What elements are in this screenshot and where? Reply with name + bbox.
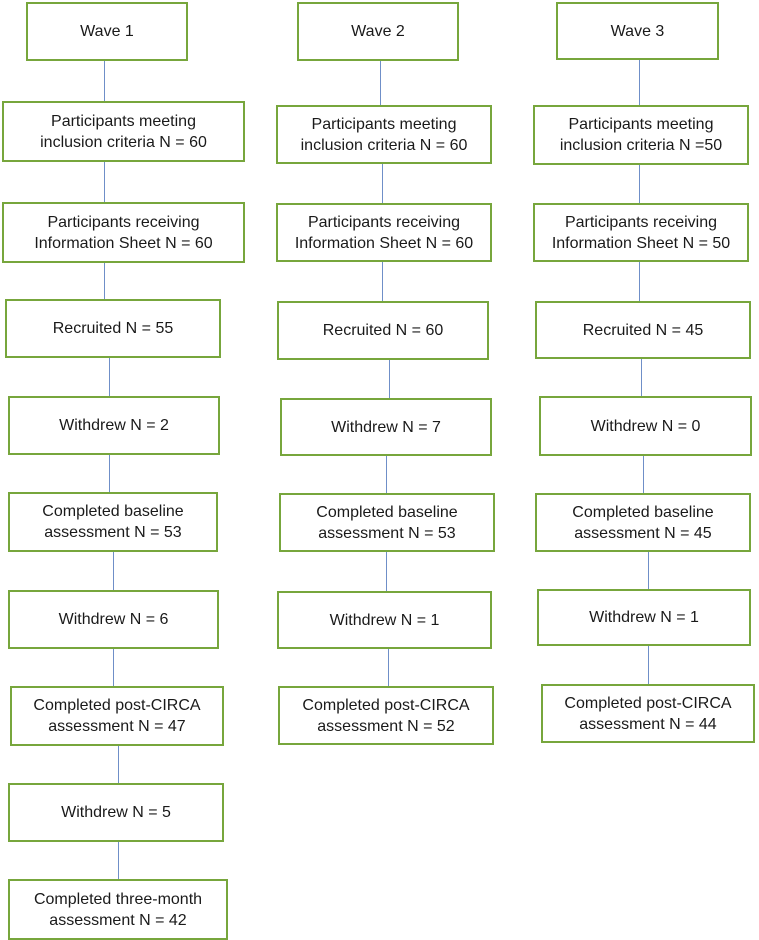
wave-3-node-5: Withdrew N = 0	[539, 396, 752, 456]
wave-1-node-4: Recruited N = 55	[5, 299, 221, 358]
wave-2-node-5: Withdrew N = 7	[280, 398, 492, 456]
wave-2-node-1: Wave 2	[297, 2, 459, 61]
wave-1-node-6: Completed baseline assessment N = 53	[8, 492, 218, 552]
connector-line	[104, 162, 105, 202]
wave-3-node-4: Recruited N = 45	[535, 301, 751, 359]
wave-2-node-3: Participants receiving Information Sheet…	[276, 203, 492, 262]
connector-line	[648, 646, 649, 684]
wave-1-node-7: Withdrew N = 6	[8, 590, 219, 649]
wave-1-node-5: Withdrew N = 2	[8, 396, 220, 455]
connector-line	[639, 60, 640, 105]
connector-line	[386, 552, 387, 591]
connector-line	[389, 360, 390, 398]
wave-2-node-2: Participants meeting inclusion criteria …	[276, 105, 492, 164]
connector-line	[388, 649, 389, 686]
wave-1-node-10: Completed three-month assessment N = 42	[8, 879, 228, 940]
wave-1-node-9: Withdrew N = 5	[8, 783, 224, 842]
connector-line	[380, 61, 381, 105]
wave-2-node-4: Recruited N = 60	[277, 301, 489, 360]
connector-line	[118, 842, 119, 879]
connector-line	[104, 61, 105, 101]
wave-2-node-8: Completed post-CIRCA assessment N = 52	[278, 686, 494, 745]
wave-3-node-3: Participants receiving Information Sheet…	[533, 203, 749, 262]
connector-line	[648, 552, 649, 589]
connector-line	[639, 262, 640, 301]
wave-1-node-8: Completed post-CIRCA assessment N = 47	[10, 686, 224, 746]
wave-1-node-3: Participants receiving Information Sheet…	[2, 202, 245, 263]
connector-line	[104, 263, 105, 299]
connector-line	[109, 455, 110, 492]
connector-line	[639, 165, 640, 203]
wave-3-node-1: Wave 3	[556, 2, 719, 60]
wave-1-node-1: Wave 1	[26, 2, 188, 61]
connector-line	[643, 456, 644, 493]
wave-3-node-6: Completed baseline assessment N = 45	[535, 493, 751, 552]
wave-3-node-8: Completed post-CIRCA assessment N = 44	[541, 684, 755, 743]
connector-line	[641, 359, 642, 396]
connector-line	[109, 358, 110, 396]
wave-3-node-2: Participants meeting inclusion criteria …	[533, 105, 749, 165]
connector-line	[382, 262, 383, 301]
wave-2-node-6: Completed baseline assessment N = 53	[279, 493, 495, 552]
connector-line	[113, 649, 114, 686]
connector-line	[386, 456, 387, 493]
wave-1-node-2: Participants meeting inclusion criteria …	[2, 101, 245, 162]
connector-line	[382, 164, 383, 203]
connector-line	[113, 552, 114, 590]
wave-3-node-7: Withdrew N = 1	[537, 589, 751, 646]
wave-2-node-7: Withdrew N = 1	[277, 591, 492, 649]
connector-line	[118, 746, 119, 783]
